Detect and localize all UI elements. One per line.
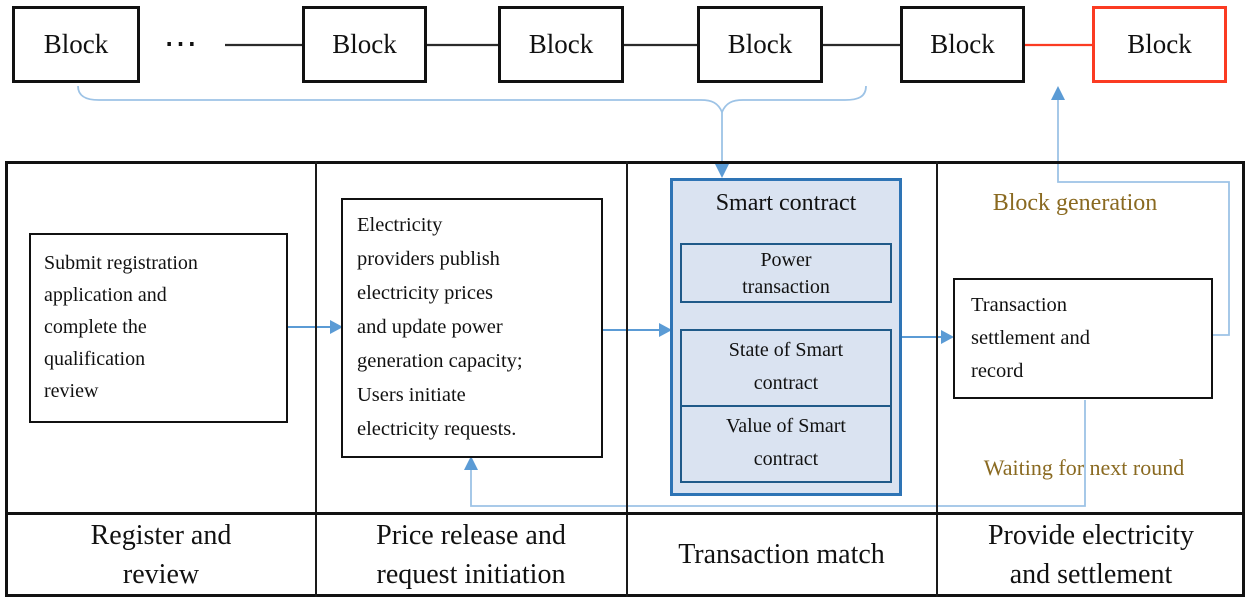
block-box-4: Block: [697, 6, 823, 83]
block-box-5: Block: [900, 6, 1025, 83]
new-block-box: Block: [1092, 6, 1227, 83]
register-box: Submit registration application and comp…: [29, 233, 288, 423]
block-generation-label: Block generation: [992, 190, 1158, 216]
chain-brace-line: [77, 85, 867, 115]
contract-value-box: Value of Smart contract: [680, 405, 892, 483]
power-transaction-box: Power transaction: [680, 243, 892, 303]
chain-ellipsis: ⋯: [163, 26, 201, 63]
column-divider-1: [315, 161, 317, 597]
phase-label-provide: Provide electricity and settlement: [987, 519, 1195, 590]
column-divider-2: [626, 161, 628, 597]
label-row-divider: [5, 512, 1245, 515]
block-box-2: Block: [302, 6, 427, 83]
process-table-frame: [5, 161, 1245, 597]
arrowhead-up-to-new-block: [1051, 86, 1065, 100]
block-box-1: Block: [12, 6, 140, 83]
phase-label-match: Transaction match: [678, 539, 885, 570]
price-release-box: Electricity providers publish electricit…: [341, 198, 603, 458]
smart-contract-title: Smart contract: [715, 190, 857, 216]
phase-label-register: Register and review: [90, 519, 232, 590]
waiting-next-round-label: Waiting for next round: [983, 455, 1185, 480]
phase-label-price: Price release and request initiation: [376, 519, 566, 590]
column-divider-3: [936, 161, 938, 597]
settlement-box: Transaction settlement and record: [953, 278, 1213, 399]
contract-state-box: State of Smart contract: [680, 329, 892, 407]
block-box-3: Block: [498, 6, 624, 83]
smart-contract-box: Smart contract Power transaction State o…: [670, 178, 902, 496]
